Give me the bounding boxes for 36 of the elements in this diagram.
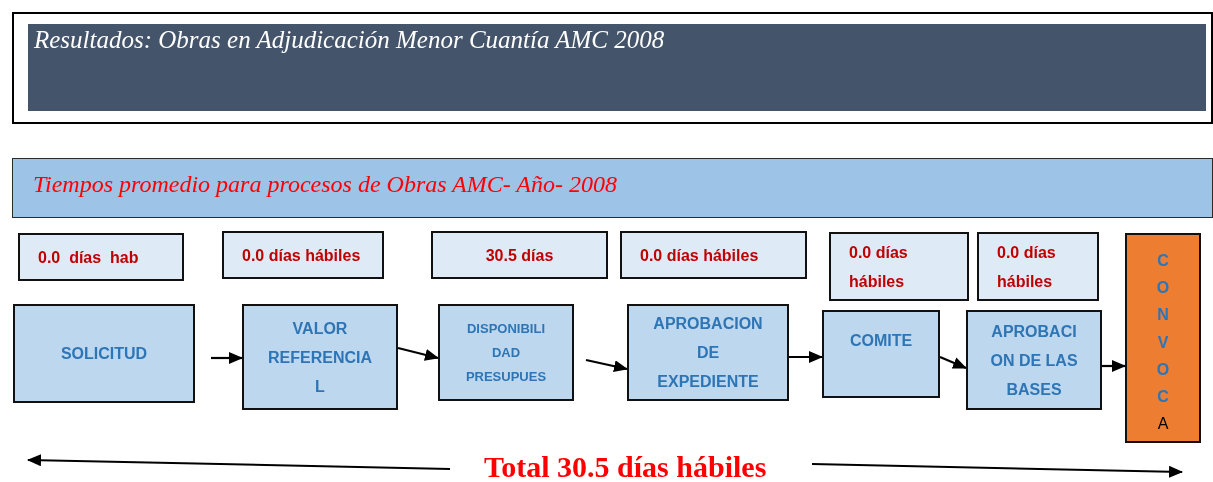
duration-label: 0.0 días hábiles (640, 245, 759, 266)
duration-label: 0.0 días hab (38, 247, 139, 268)
arrow (789, 351, 823, 363)
process-box (627, 304, 789, 401)
process-label: VALOR REFERENCIA L (267, 318, 373, 397)
duration-label: 0.0 días hábiles (849, 242, 909, 292)
band-heading: Tiempos promedio para procesos de Obras AMC- Año- 2008 (33, 171, 617, 197)
duration-box (829, 232, 969, 301)
duration-box (620, 231, 807, 279)
process-box (966, 310, 1102, 410)
arrow (211, 352, 243, 364)
process-label: CONVOCA (1155, 251, 1171, 435)
arrow (1102, 360, 1126, 372)
total-label: Total 30.5 días hábiles (484, 450, 767, 482)
process-label: APROBACION DE EXPEDIENTE (652, 314, 764, 392)
process-box (1125, 233, 1201, 443)
duration-box (977, 232, 1099, 301)
arrow (939, 356, 967, 369)
process-box (242, 304, 398, 410)
process-box (822, 310, 940, 398)
arrow (585, 358, 628, 373)
title: Resultados: Obras en Adjudicación Menor Cuantía AMC 2008 (34, 26, 665, 54)
arrow (397, 346, 439, 361)
process-box (13, 304, 195, 403)
process-label: SOLICITUD (59, 344, 149, 364)
duration-label: 0.0 días hábiles (997, 242, 1057, 292)
process-label: APROBACI ON DE LAS BASES (989, 321, 1079, 400)
duration-box (222, 231, 384, 279)
heading-band (12, 158, 1213, 218)
duration-label: 30.5 días (485, 245, 554, 266)
duration-box (18, 233, 184, 281)
process-box (438, 304, 574, 401)
duration-box (431, 231, 608, 279)
process-label: DISPONIBILI DAD PRESUPUES (464, 319, 548, 386)
process-label: COMITE (848, 331, 914, 351)
duration-label: 0.0 días hábiles (242, 245, 361, 266)
